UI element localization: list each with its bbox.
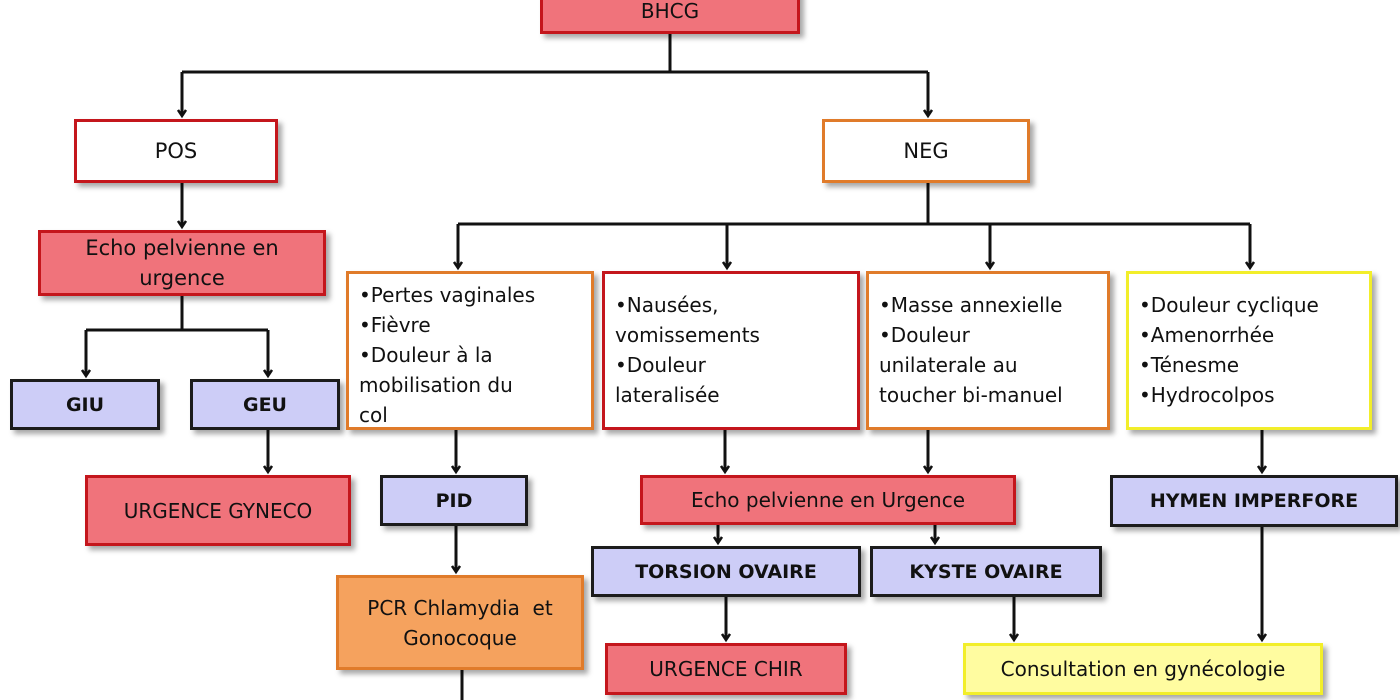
- node-echo-pos-line-2: urgence: [139, 266, 225, 290]
- symptom-item: Ténesme: [1139, 350, 1319, 380]
- node-bhcg: BHCG: [540, 0, 800, 34]
- node-urgence-gyneco-label: URGENCE GYNECO: [123, 498, 313, 523]
- node-consultation-gynecologie: Consultation en gynécologie: [963, 643, 1323, 695]
- symptoms-col4-list: Douleur cyclique Amenorrhée Ténesme Hydr…: [1139, 290, 1319, 410]
- symptom-item: Douleur: [879, 320, 1063, 350]
- node-pcr-line-2: Gonocoque: [403, 625, 517, 650]
- node-geu: GEU: [190, 379, 340, 430]
- node-consultation-label: Consultation en gynécologie: [1000, 657, 1286, 681]
- node-hymen-label: HYMEN IMPERFORE: [1149, 490, 1359, 512]
- symptom-item: Hydrocolpos: [1139, 380, 1319, 410]
- node-kyste-label: KYSTE OVAIRE: [909, 560, 1063, 583]
- symptom-item: Fièvre: [359, 310, 535, 340]
- node-torsion-label: TORSION OVAIRE: [635, 560, 817, 583]
- node-kyste-ovaire: KYSTE OVAIRE: [870, 546, 1102, 597]
- node-pos-label: POS: [154, 139, 198, 163]
- node-geu-label: GEU: [242, 393, 287, 416]
- node-neg: NEG: [822, 119, 1030, 183]
- node-giu: GIU: [10, 379, 160, 430]
- symptom-item: Masse annexielle: [879, 290, 1063, 320]
- node-giu-label: GIU: [65, 393, 105, 416]
- symptom-item-continued: col: [359, 403, 388, 427]
- node-pos: POS: [74, 119, 278, 183]
- symptom-item: Amenorrhée: [1139, 320, 1319, 350]
- node-symptoms-col1: Pertes vaginales Fièvre Douleur à la mob…: [346, 271, 594, 430]
- node-pid: PID: [380, 475, 528, 526]
- symptom-item: Pertes vaginales: [359, 280, 535, 310]
- node-urgence-gyneco: URGENCE GYNECO: [85, 475, 351, 546]
- node-urgence-chir: URGENCE CHIR: [605, 643, 847, 695]
- node-bhcg-label: BHCG: [640, 0, 700, 23]
- node-pid-label: PID: [435, 489, 473, 512]
- symptom-item-continued: toucher bi-manuel: [879, 383, 1063, 407]
- node-echo-pelvienne-pos: Echo pelvienne en urgence: [38, 230, 326, 296]
- symptom-item: Douleur cyclique: [1139, 290, 1319, 320]
- node-neg-label: NEG: [903, 139, 949, 163]
- symptom-item: Douleur à la: [359, 340, 535, 370]
- symptom-item: Douleur: [615, 350, 760, 380]
- node-pcr: PCR Chlamydia et Gonocoque: [336, 575, 584, 670]
- symptoms-col2-list: Nausées, vomissements Douleur lateralisé…: [615, 290, 760, 410]
- symptoms-col1-list: Pertes vaginales Fièvre Douleur à la mob…: [359, 280, 535, 430]
- node-symptoms-col2: Nausées, vomissements Douleur lateralisé…: [602, 271, 860, 430]
- symptom-item: Nausées,: [615, 290, 760, 320]
- node-urgence-chir-label: URGENCE CHIR: [649, 657, 803, 681]
- node-echo-pos-line-1: Echo pelvienne en: [85, 236, 279, 260]
- symptom-item-continued: lateralisée: [615, 383, 720, 407]
- symptoms-col3-list: Masse annexielle Douleur unilaterale au …: [879, 290, 1063, 410]
- symptom-item-continued: mobilisation du: [359, 373, 513, 397]
- symptom-item-continued: unilaterale au: [879, 353, 1018, 377]
- node-hymen-imperfore: HYMEN IMPERFORE: [1110, 475, 1398, 527]
- node-echo-urgence-label: Echo pelvienne en Urgence: [691, 488, 965, 512]
- node-symptoms-col4: Douleur cyclique Amenorrhée Ténesme Hydr…: [1126, 271, 1372, 430]
- node-symptoms-col3: Masse annexielle Douleur unilaterale au …: [866, 271, 1110, 430]
- node-torsion-ovaire: TORSION OVAIRE: [591, 546, 861, 597]
- node-pcr-line-1: PCR Chlamydia et: [367, 595, 553, 620]
- symptom-item-continued: vomissements: [615, 323, 760, 347]
- node-echo-pelvienne-urgence: Echo pelvienne en Urgence: [640, 475, 1016, 525]
